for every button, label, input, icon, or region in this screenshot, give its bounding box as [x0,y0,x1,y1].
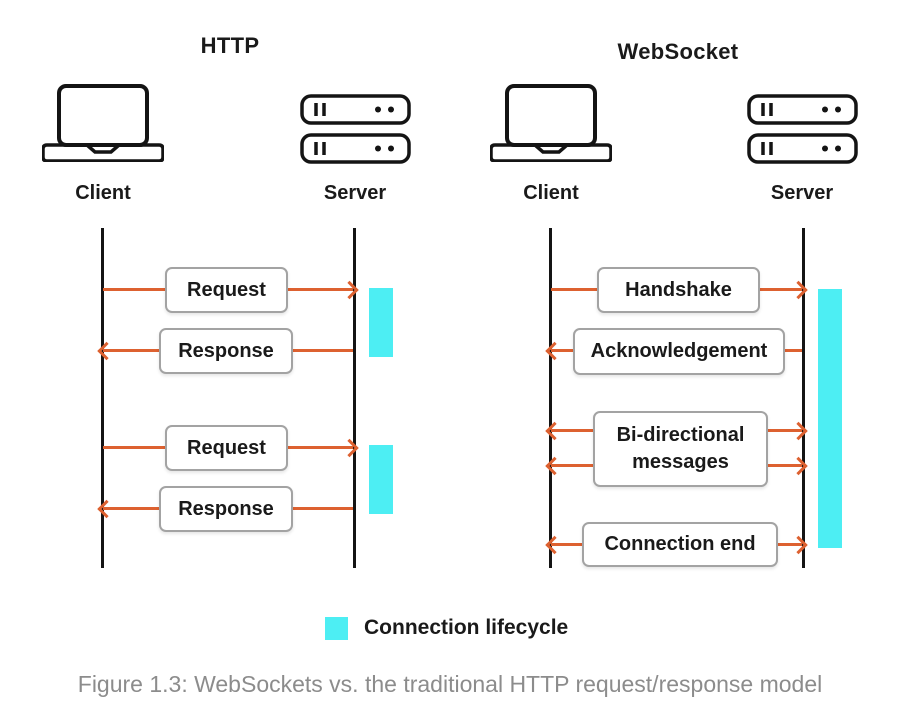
websocket-lifecycle-bar [818,289,842,548]
websocket-server-label: Server [770,182,834,204]
http-lifecycle-bar-2 [369,445,393,514]
websocket-client-label: Client [523,182,579,204]
laptop-icon [42,84,164,162]
http-server-label: Server [323,182,387,204]
http-server-lifeline [353,228,356,568]
server-icon [747,94,858,164]
http-response-box-1: Response [159,328,293,374]
http-lifecycle-bar-1 [369,288,393,357]
legend-label: Connection lifecycle [364,616,569,639]
http-client-label: Client [75,182,131,204]
http-title: HTTP [200,33,260,58]
websocket-title: WebSocket [617,39,739,64]
http-client-lifeline [101,228,104,568]
websocket-handshake-box: Handshake [597,267,760,313]
websocket-connection-end-box: Connection end [582,522,778,567]
http-request-box-2: Request [165,425,288,471]
http-response-box-2: Response [159,486,293,532]
websocket-bidirectional-box: Bi-directional messages [593,411,768,487]
websocket-acknowledgement-box: Acknowledgement [573,328,785,375]
legend-swatch [325,617,348,640]
websocket-client-lifeline [549,228,552,568]
websocket-server-lifeline [802,228,805,568]
figure-caption: Figure 1.3: WebSockets vs. the tradition… [77,671,823,697]
laptop-icon [490,84,612,162]
http-request-box-1: Request [165,267,288,313]
server-icon [300,94,411,164]
